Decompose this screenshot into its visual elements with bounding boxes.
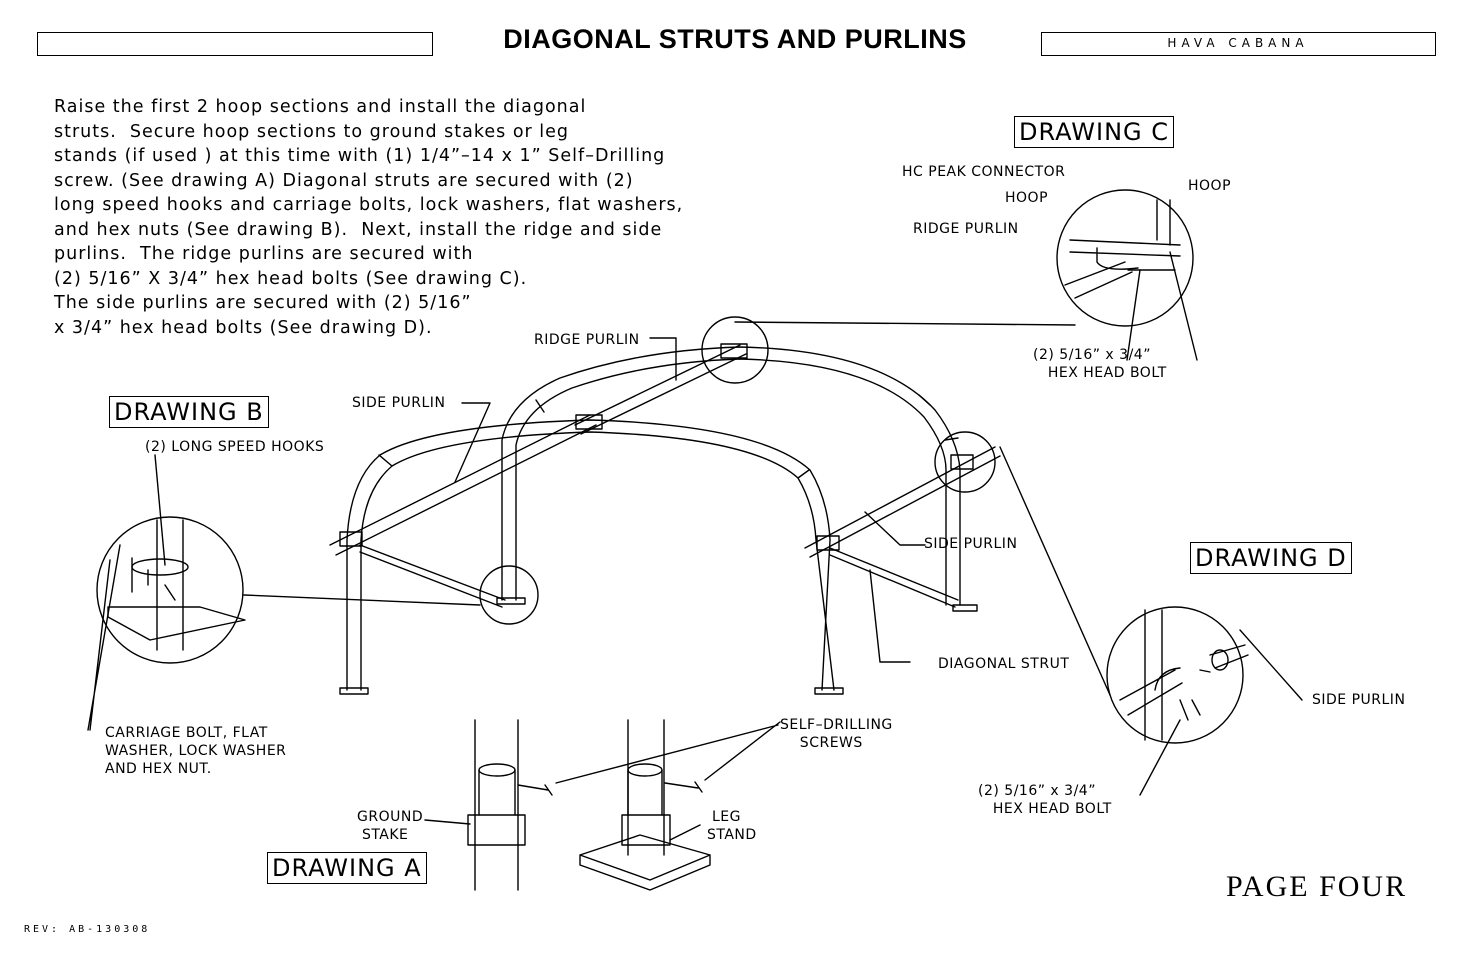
diagonal-strut-right [829, 547, 959, 608]
drawing-b-title: DRAWING B [109, 396, 269, 428]
back-hoop [501, 346, 961, 606]
drawing-d-title: DRAWING D [1190, 542, 1352, 574]
front-hoop [346, 419, 831, 691]
instruction-line: and hex nuts (See drawing B). Next, inst… [54, 219, 663, 240]
label-side-purlin-left: SIDE PURLIN [352, 395, 446, 411]
instructions-text: Raise the first 2 hoop sections and inst… [54, 95, 683, 340]
label-hex-bolt-c: (2) 5/16” x 3/4” HEX HEAD BOLT [1033, 347, 1167, 381]
label-diagonal-strut: DIAGONAL STRUT [938, 656, 1070, 672]
label-leg-stand: LEG STAND [707, 809, 757, 843]
revision-code: REV: AB-130308 [24, 924, 151, 935]
label-ground-stake: GROUND STAKE [357, 809, 424, 843]
header-right-box [1041, 32, 1436, 56]
label-hoop-left: HOOP [1005, 190, 1049, 206]
instruction-line: struts. Secure hoop sections to ground s… [54, 121, 570, 142]
drawing-c-title: DRAWING C [1014, 116, 1175, 148]
label-long-speed-hooks: (2) LONG SPEED HOOKS [145, 439, 325, 455]
instruction-line: The side purlins are secured with (2) 5/… [54, 293, 472, 313]
drawing-a-title: DRAWING A [267, 852, 427, 884]
instruction-line: stands (if used ) at this time with (1) … [54, 146, 666, 166]
label-hex-bolt-d: (2) 5/16” x 3/4” HEX HEAD BOLT [978, 783, 1112, 817]
brand-name: HAVA CABANA [1167, 36, 1309, 50]
diagonal-strut-left [359, 544, 506, 608]
label-self-drilling-screws: SELF–DRILLING SCREWS [780, 717, 893, 751]
page-number: PAGE FOUR [1226, 870, 1408, 903]
header-left-box [37, 32, 433, 56]
instruction-line: long speed hooks and carriage bolts, loc… [54, 195, 684, 215]
label-carriage-bolt: CARRIAGE BOLT, FLAT WASHER, LOCK WASHER … [105, 725, 287, 777]
ridge-purlin-art [574, 344, 747, 435]
instruction-line: purlins. The ridge purlins are secured w… [54, 244, 474, 264]
label-side-purlin-d: SIDE PURLIN [1312, 692, 1406, 708]
instruction-line: x 3/4” hex head bolts (See drawing D). [54, 317, 433, 338]
page-title: DIAGONAL STRUTS AND PURLINS [503, 24, 967, 54]
side-purlin-left-art [329, 414, 597, 556]
label-hc-peak-connector: HC PEAK CONNECTOR [902, 164, 1066, 180]
label-ridge-purlin: RIDGE PURLIN [534, 332, 640, 348]
label-hoop-right: HOOP [1188, 178, 1232, 194]
label-side-purlin-right: SIDE PURLIN [924, 536, 1018, 552]
instruction-line: (2) 5/16” X 3/4” hex head bolts (See dra… [54, 268, 528, 289]
label-ridge-purlin-c: RIDGE PURLIN [913, 221, 1019, 237]
instruction-line: Raise the first 2 hoop sections and inst… [54, 97, 587, 117]
side-purlin-right-art [804, 446, 1001, 558]
instruction-line: screw. (See drawing A) Diagonal struts a… [54, 170, 634, 191]
